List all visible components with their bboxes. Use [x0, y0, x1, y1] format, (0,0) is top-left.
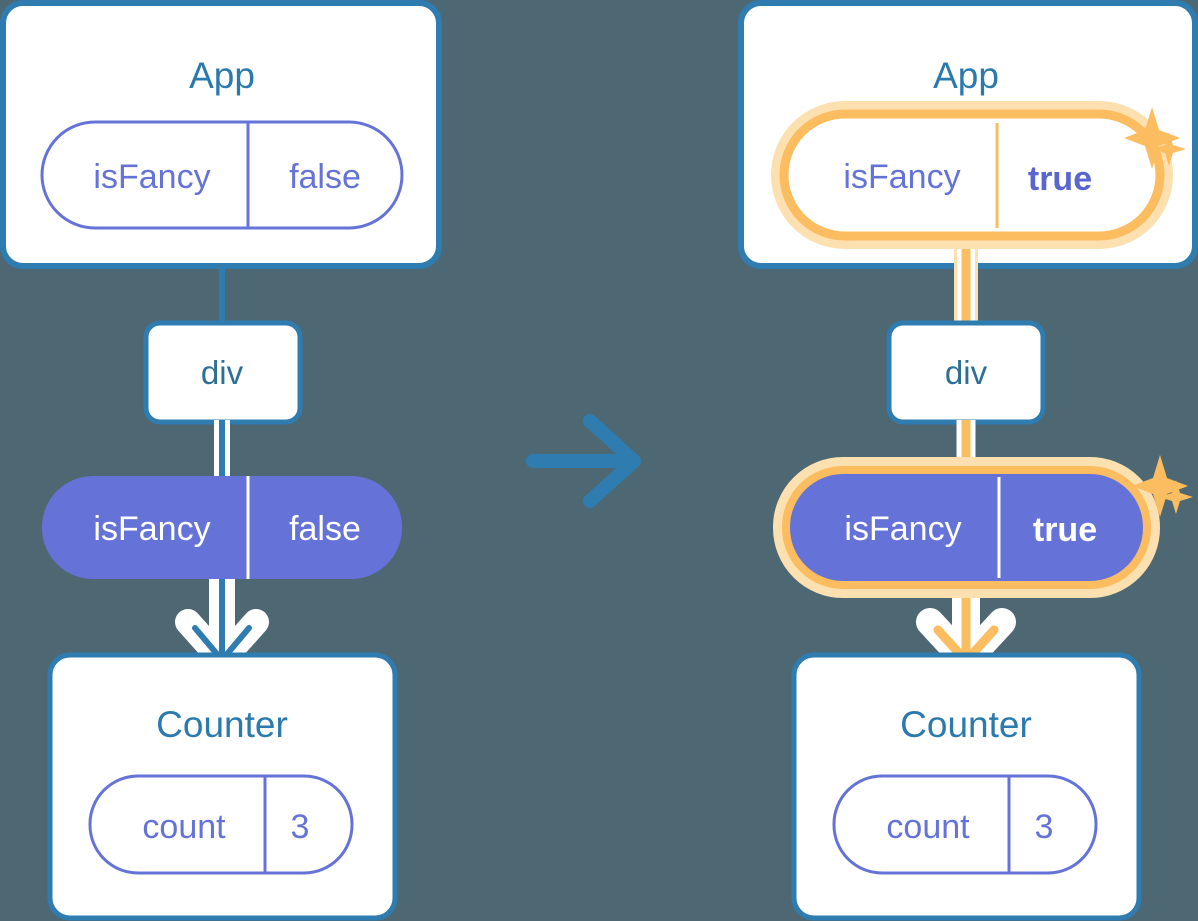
before-app-state-pill [40, 120, 404, 230]
sparkle-large-prop [1132, 455, 1188, 517]
after-prop-pill-glow [773, 457, 1160, 598]
before-counter-state-key: count [142, 808, 226, 846]
after-counter-state-key: count [886, 808, 970, 846]
after-dom-label: div [945, 354, 988, 391]
before-prop-pill [42, 476, 402, 579]
after-app-state-pill-ring [779, 109, 1165, 241]
before-app-state-value: false [289, 158, 361, 196]
sparkle-small-app [1152, 132, 1186, 166]
after-prop-key: isFancy [844, 510, 961, 548]
after-counter-state-value: 3 [1035, 808, 1054, 846]
after-app-state-value: true [1028, 160, 1092, 198]
transition-arrow [526, 414, 641, 508]
after-counter-state-pill [832, 774, 1098, 875]
sparkle-small-prop [1159, 480, 1193, 514]
after-prop-pill-ring [782, 466, 1151, 589]
before-counter-state-value: 3 [291, 808, 310, 846]
before-app-title: App [189, 55, 255, 96]
after-app-state-key: isFancy [843, 158, 960, 196]
sparkle-large-app [1124, 107, 1180, 169]
after-panel: App isFancy true div [738, 0, 1198, 921]
before-app-state-key: isFancy [93, 158, 210, 196]
before-panel: App isFancy false div isFancy fals [0, 0, 442, 921]
after-prop-value: true [1033, 511, 1097, 549]
before-prop-key: isFancy [93, 510, 210, 548]
after-app-title: App [933, 55, 999, 96]
before-prop-value: false [289, 510, 361, 548]
before-counter-state-pill [88, 774, 354, 875]
after-counter-title: Counter [900, 704, 1032, 745]
before-counter-title: Counter [156, 704, 288, 745]
before-prop-to-counter-arrow [175, 553, 269, 673]
after-app-state-pill-glow [771, 101, 1173, 249]
before-dom-label: div [201, 354, 244, 391]
